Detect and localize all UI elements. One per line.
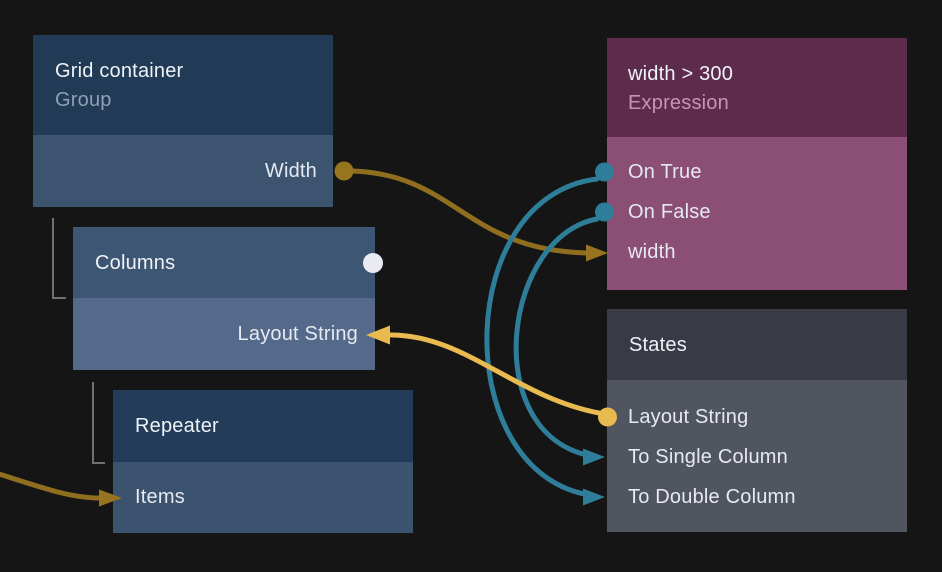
states-body: Layout String To Single Column To Double… (607, 380, 907, 532)
states-header: States (607, 309, 907, 380)
hierarchy-connector-columns-to-repeater (92, 382, 105, 464)
states-title: States (629, 333, 687, 356)
port-on-true[interactable]: On True (607, 152, 907, 192)
columns-title: Columns (95, 251, 176, 274)
node-repeater[interactable]: Repeater Items (113, 390, 413, 533)
to-single-column-arrow-icon[interactable] (583, 448, 605, 466)
wire-on-false-to-single-column[interactable] (513, 216, 600, 457)
expression-header: width > 300 Expression (607, 38, 907, 137)
columns-header: Columns (73, 227, 375, 298)
port-layout-string-output[interactable]: Layout String (607, 397, 907, 437)
grid-container-header: Grid container Group (33, 35, 333, 135)
port-layout-string-output-label: Layout String (628, 405, 749, 428)
hierarchy-connector-grid-to-columns (52, 218, 66, 299)
port-on-false[interactable]: On False (607, 192, 907, 232)
columns-body: Layout String (73, 298, 375, 370)
port-width-input-label: width (628, 240, 676, 263)
port-width-output[interactable]: Width (264, 159, 317, 182)
port-items-input[interactable]: Items (135, 486, 185, 508)
port-on-true-label: On True (628, 160, 702, 183)
width-output-dot-icon[interactable] (334, 161, 354, 181)
node-grid-container[interactable]: Grid container Group Width (33, 35, 333, 207)
port-to-double-column-label: To Double Column (628, 485, 796, 508)
grid-container-subtitle: Group (55, 89, 112, 111)
expression-subtitle: Expression (628, 91, 729, 114)
to-double-column-arrow-icon[interactable] (583, 488, 605, 506)
node-states[interactable]: States Layout String To Single Column To… (607, 309, 907, 532)
wire-width-to-expression-width[interactable] (349, 168, 590, 256)
wire-layout-string-to-columns[interactable] (388, 332, 602, 416)
port-layout-string-input[interactable]: Layout String (237, 322, 358, 345)
wire-on-true-to-double-column[interactable] (484, 176, 600, 497)
repeater-header: Repeater (113, 390, 413, 462)
wire-offscreen-to-repeater-items[interactable] (0, 471, 102, 501)
grid-container-body: Width (33, 135, 333, 207)
expression-title: width > 300 (628, 62, 734, 85)
port-on-false-label: On False (628, 200, 711, 223)
width-input-arrow-icon[interactable] (586, 244, 608, 262)
port-to-single-column-label: To Single Column (628, 445, 788, 468)
port-to-single-column[interactable]: To Single Column (607, 437, 907, 477)
port-width-input[interactable]: width (607, 232, 907, 272)
repeater-title: Repeater (135, 415, 219, 437)
node-columns[interactable]: Columns Layout String (73, 227, 375, 370)
expression-body: On True On False width (607, 137, 907, 290)
node-expression[interactable]: width > 300 Expression On True On False … (607, 38, 907, 290)
repeater-body: Items (113, 462, 413, 533)
grid-container-title: Grid container (55, 60, 184, 82)
port-to-double-column[interactable]: To Double Column (607, 477, 907, 517)
